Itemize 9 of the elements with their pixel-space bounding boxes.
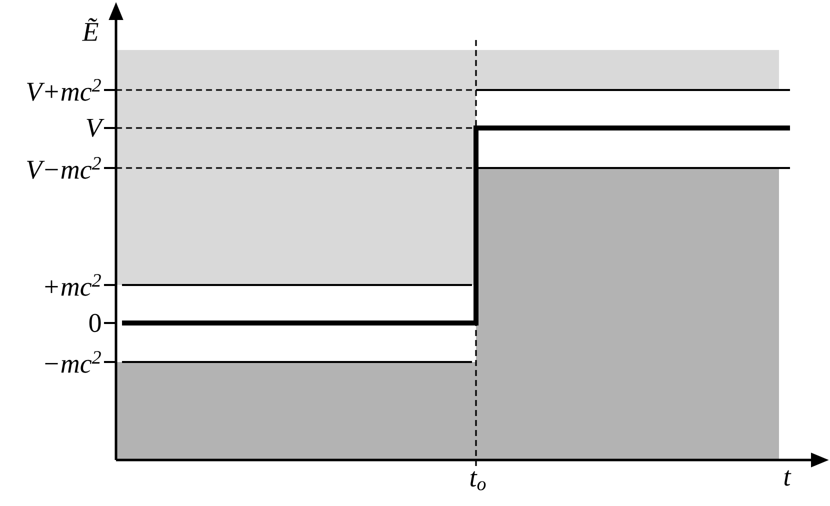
axis-label: 0 <box>89 314 101 332</box>
axis-label: +mc$^{2}$ <box>45 274 101 296</box>
axis-label: V <box>86 118 104 138</box>
axis-label: V+mc$^{2}$ <box>27 79 101 101</box>
axis-label: Ẽ <box>82 18 98 41</box>
axis-label: t <box>784 470 792 486</box>
axis-label: t$_{o}$ <box>470 471 486 490</box>
axis-label: V−mc$^{2}$ <box>27 157 101 179</box>
axis-label: −mc$^{2}$ <box>45 351 101 373</box>
